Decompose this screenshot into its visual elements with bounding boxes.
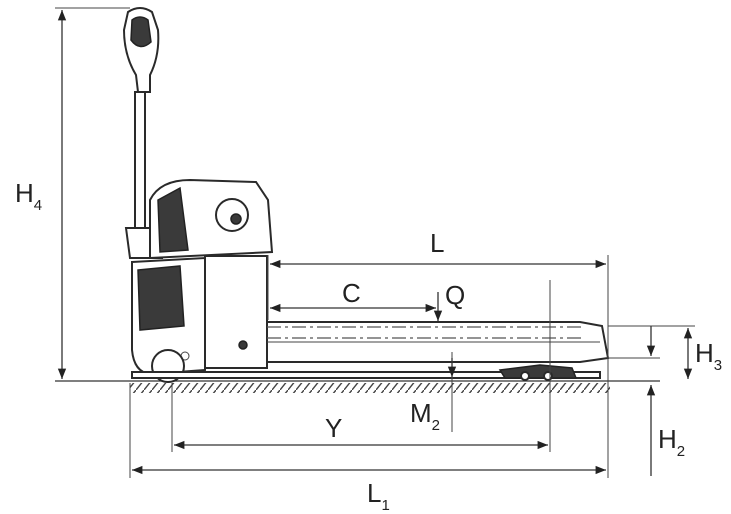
svg-text:H3: H3 (695, 338, 722, 374)
svg-text:Y: Y (325, 413, 342, 443)
dimension-c: C (270, 278, 436, 313)
dimension-m2: M2 (410, 358, 457, 434)
ground (55, 380, 660, 393)
dimension-q: Q (433, 280, 465, 321)
pallet-truck-body (122, 7, 610, 383)
dimension-l1: L1 (132, 465, 606, 514)
svg-text:H2: H2 (658, 424, 685, 460)
svg-text:L1: L1 (367, 478, 390, 514)
svg-text:C: C (342, 278, 361, 308)
dimension-l: L (270, 228, 606, 269)
svg-text:M2: M2 (410, 398, 440, 434)
svg-text:H4: H4 (15, 178, 42, 214)
dimension-h2: H2 (646, 385, 685, 476)
svg-text:Q: Q (445, 280, 465, 310)
dimension-h3: H3 (646, 326, 722, 379)
dimension-y: Y (174, 413, 548, 450)
svg-text:L: L (430, 228, 444, 258)
dimension-h4: H4 (15, 10, 67, 379)
